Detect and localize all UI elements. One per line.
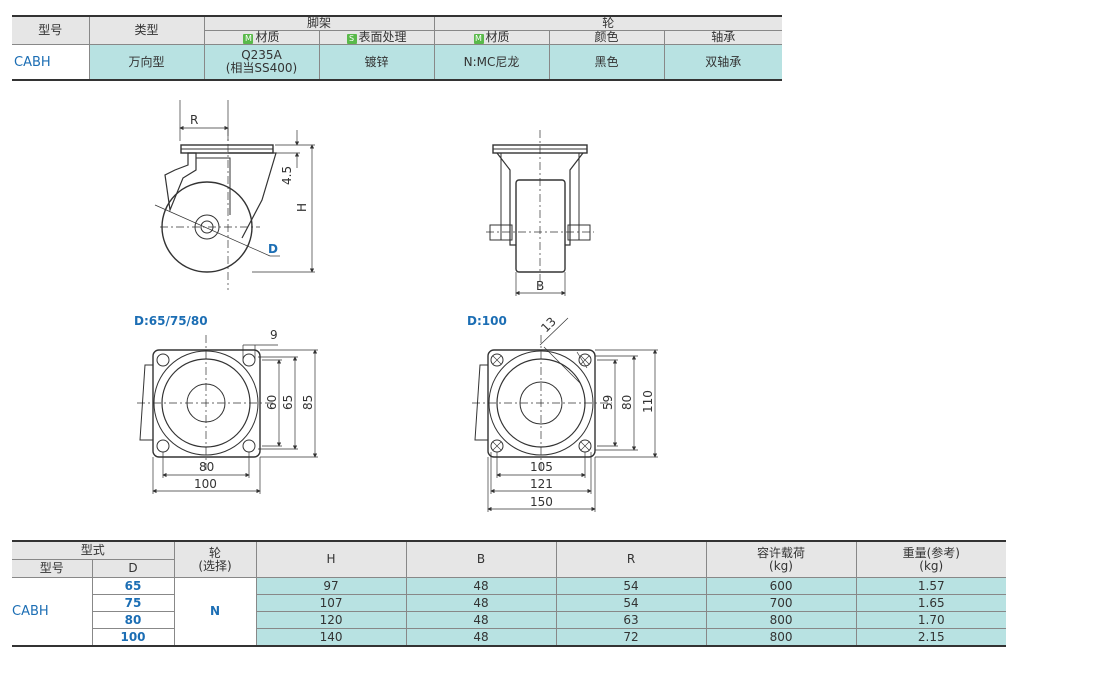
frame-material-line1: Q235A	[241, 48, 282, 62]
cell-h: 97	[255, 577, 407, 595]
dim-9-label: 9	[270, 328, 278, 342]
cell-r: 54	[555, 577, 707, 595]
cell-h: 120	[255, 611, 407, 629]
dim-d-label: D	[268, 242, 278, 256]
cell-type: 万向型	[88, 44, 205, 81]
wheel-option-line2: (选择)	[198, 558, 232, 573]
dim-65-label: 65	[281, 395, 295, 410]
header-d: D	[91, 559, 175, 578]
front-view	[486, 130, 594, 296]
dim-110-label: 110	[641, 390, 655, 413]
cell-d: 65	[91, 577, 175, 595]
plate-small-title: D:65/75/80	[134, 314, 208, 328]
cell-b: 48	[405, 628, 557, 647]
dim-80-label: 80	[199, 460, 214, 474]
dimension-table: 型式 轮(选择) H B R 容许载荷(kg) 重量(参考)(kg) 型号 D …	[12, 540, 1007, 647]
dim-150-label: 150	[530, 495, 553, 509]
header-load: 容许载荷(kg)	[705, 540, 857, 578]
cell-d: 75	[92, 594, 175, 612]
cell-surface: 镀锌	[318, 44, 435, 81]
cell-load: 800	[705, 611, 857, 629]
plate-large-view	[472, 317, 658, 512]
dim-85-label: 85	[301, 395, 315, 410]
cell-wheel: N	[173, 577, 257, 647]
dim-r-label: R	[190, 113, 198, 127]
dim-60-label: 60	[265, 395, 279, 410]
header-type: 类型	[88, 15, 205, 45]
plate-small-view	[137, 335, 318, 494]
dim-121-label: 121	[530, 477, 553, 491]
dim-h-label: H	[295, 203, 309, 212]
header-h: H	[255, 540, 407, 578]
header-model: 型号	[12, 559, 93, 578]
cell-d: 80	[92, 611, 175, 629]
frame-material-label: 材质	[255, 30, 280, 44]
dim-100-label: 100	[194, 477, 217, 491]
cell-b: 48	[405, 594, 557, 612]
header-wheel: 轮	[433, 15, 783, 31]
cell-weight: 1.70	[855, 611, 1007, 629]
cell-r: 72	[555, 628, 707, 647]
header-wheel-option: 轮(选择)	[173, 540, 257, 578]
dim-80b-label: 80	[620, 395, 634, 410]
frame-material-line2: (相当SS400)	[225, 61, 298, 75]
wheel-option-line1: 轮	[209, 545, 222, 560]
load-line2: (kg)	[769, 558, 793, 573]
cell-load: 800	[705, 628, 857, 647]
dim-b-label: B	[536, 279, 544, 293]
weight-line2: (kg)	[919, 558, 944, 573]
surface-badge-icon: S	[346, 34, 357, 44]
header-weight: 重量(参考)(kg)	[855, 540, 1007, 578]
surface-label: 表面处理	[358, 30, 407, 44]
cell-load: 700	[705, 594, 857, 612]
plate-large-title: D:100	[467, 314, 507, 328]
cell-wheel-material: N:MC尼龙	[433, 44, 550, 81]
dim-13-label: 13	[538, 314, 559, 335]
load-line1: 容许载荷	[757, 545, 806, 560]
header-form: 型式	[12, 540, 175, 560]
cell-model: CABH	[12, 577, 93, 647]
cell-color: 黑色	[548, 44, 665, 81]
cell-weight: 1.65	[855, 594, 1007, 612]
header-frame: 脚架	[203, 15, 435, 31]
cell-weight: 2.15	[855, 628, 1007, 647]
header-bearing: 轴承	[663, 30, 783, 45]
cell-d: 100	[92, 628, 175, 647]
cell-load: 600	[705, 577, 857, 595]
side-view	[154, 100, 315, 290]
cell-frame-material: Q235A(相当SS400)	[203, 44, 320, 81]
header-b: B	[405, 540, 557, 578]
cell-h: 140	[255, 628, 407, 647]
dim-4-5-label: 4.5	[280, 166, 294, 185]
header-r: R	[555, 540, 707, 578]
cell-r: 63	[555, 611, 707, 629]
material-badge-icon: M	[243, 34, 254, 44]
header-color: 颜色	[548, 30, 665, 45]
cell-bearing: 双轴承	[663, 44, 783, 81]
dim-59-label: 59	[601, 395, 615, 410]
cell-r: 54	[555, 594, 707, 612]
wheel-material-label: 材质	[485, 30, 510, 44]
cell-h: 107	[255, 594, 407, 612]
cell-b: 48	[405, 577, 557, 595]
dim-105-label: 105	[530, 460, 553, 474]
material-badge-icon: M	[473, 34, 484, 44]
cell-weight: 1.57	[855, 577, 1007, 595]
cell-b: 48	[405, 611, 557, 629]
weight-line1: 重量(参考)	[902, 545, 960, 560]
